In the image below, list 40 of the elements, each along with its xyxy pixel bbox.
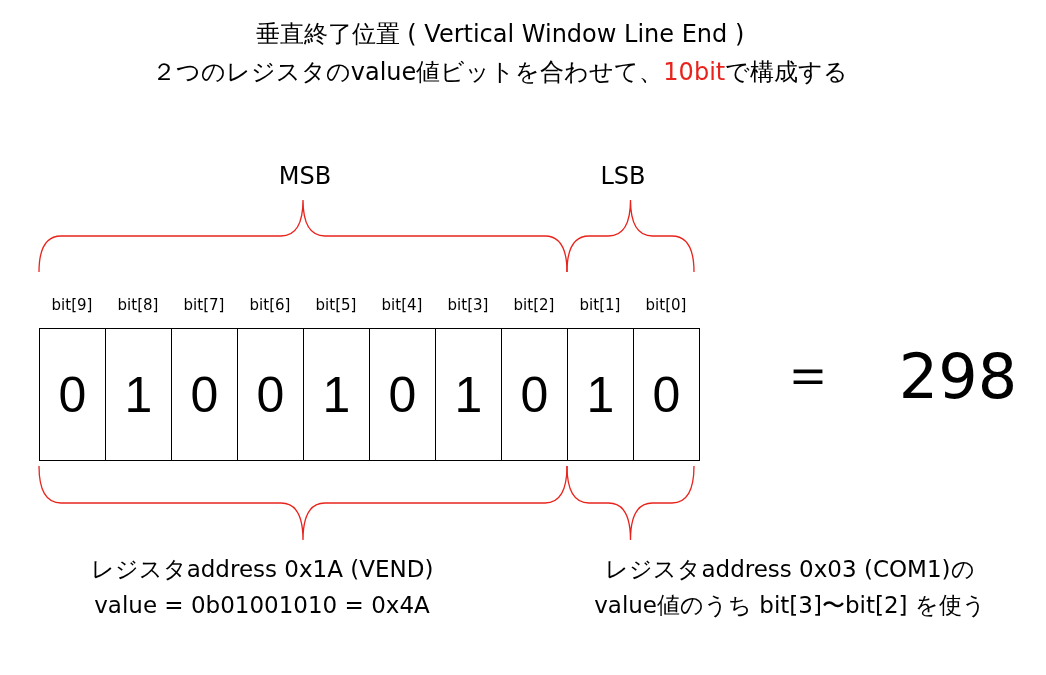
bit-value: 1 <box>322 365 351 424</box>
bit-cell <box>171 328 238 461</box>
equals-sign: ＝ <box>780 340 836 408</box>
bit-label: bit[3] <box>447 296 489 314</box>
bit-label: bit[4] <box>381 296 423 314</box>
bit-label: bit[8] <box>117 296 159 314</box>
bit-cell <box>501 328 568 461</box>
bit-cell <box>39 328 106 461</box>
bit-value: 1 <box>586 365 615 424</box>
bit-label: bit[6] <box>249 296 291 314</box>
bit-label: bit[7] <box>183 296 225 314</box>
bit-value: 1 <box>124 365 153 424</box>
register-note: value値のうち bit[3]〜bit[2] を使う <box>594 592 986 620</box>
result-value: 298 <box>898 340 1018 415</box>
bit-cell <box>237 328 304 461</box>
bit-value: 1 <box>454 365 483 424</box>
register-description: レジスタaddress 0x03 (COM1)の <box>605 556 975 584</box>
title: 垂直終了位置 ( Vertical Window Line End ) <box>255 20 745 49</box>
bit-value: 0 <box>58 365 87 424</box>
subtitle: ２つのレジスタのvalue値ビットを合わせて、10bitで構成する <box>151 58 849 87</box>
bit-cell <box>633 328 700 461</box>
register-value: value = 0b01001010 = 0x4A <box>94 592 430 620</box>
bit-label: bit[1] <box>579 296 621 314</box>
bit-value: 0 <box>520 365 549 424</box>
lsb-label: LSB <box>600 162 646 191</box>
bit-label: bit[0] <box>645 296 687 314</box>
bit-cell <box>567 328 634 461</box>
bit-label: bit[2] <box>513 296 555 314</box>
bit-cell <box>105 328 172 461</box>
bit-label: bit[5] <box>315 296 357 314</box>
bit-value: 0 <box>256 365 285 424</box>
bit-cell <box>435 328 502 461</box>
bit-cell <box>303 328 370 461</box>
bit-label: bit[9] <box>51 296 93 314</box>
bit-value: 0 <box>190 365 219 424</box>
bit-value: 0 <box>388 365 417 424</box>
bit-cell <box>369 328 436 461</box>
msb-label: MSB <box>278 162 332 191</box>
bit-value: 0 <box>652 365 681 424</box>
register-description: レジスタaddress 0x1A (VEND) <box>90 556 434 584</box>
